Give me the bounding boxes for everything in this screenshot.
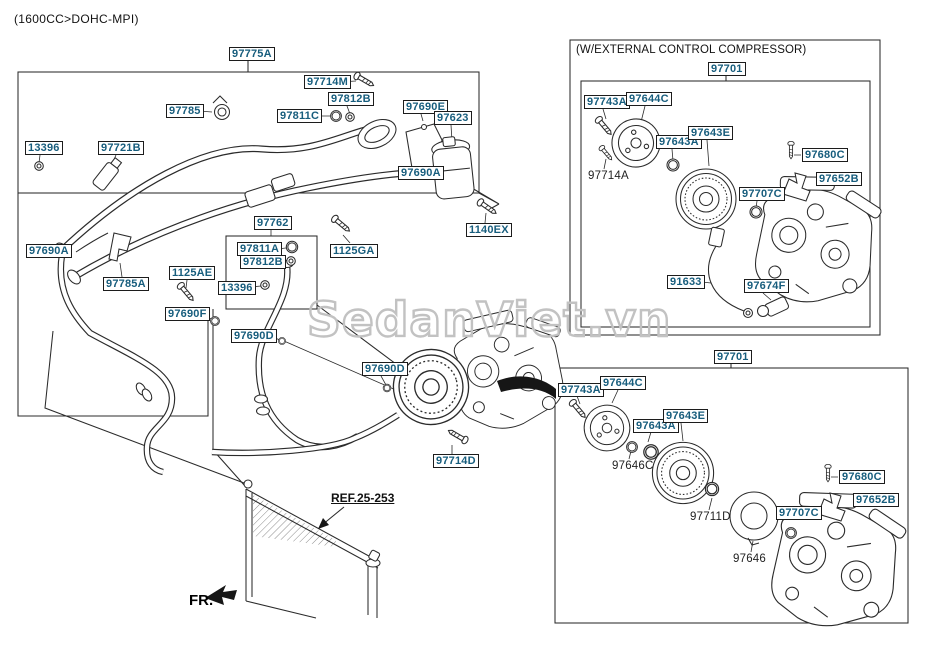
part-label-91633-top_box: 91633 <box>667 275 705 289</box>
part-label-97812b-main: 97812B <box>240 255 286 269</box>
part-label-97643e-bottom_box: 97643E <box>663 409 709 423</box>
part-label-97690f-main: 97690F <box>165 307 210 321</box>
part-label-97690a-main: 97690A <box>26 244 72 258</box>
part-label-97644c-top_box: 97644C <box>626 92 672 106</box>
part-label-97680c-top_box: 97680C <box>802 148 848 162</box>
part-label-97643e-top_box: 97643E <box>688 126 734 140</box>
part-label-13396-main: 13396 <box>25 141 63 155</box>
part-label-97701-top_box: 97701 <box>708 62 746 76</box>
part-label-97811a-main: 97811A <box>237 242 283 256</box>
engine-variant-title: (1600CC>DOHC-MPI) <box>14 12 139 26</box>
part-label-97812b-main: 97812B <box>328 92 374 106</box>
detail-swoosh-arrow <box>497 376 556 399</box>
compressor-exploded-top-art <box>593 114 886 319</box>
part-label-97644c-bottom_box: 97644C <box>600 376 646 390</box>
part-label-97785-main: 97785 <box>166 104 204 118</box>
front-direction-label: FR. <box>189 592 214 609</box>
compressor-center-art <box>211 302 575 457</box>
arrows-art <box>205 376 556 605</box>
part-label-97785a-main: 97785A <box>103 277 149 291</box>
ac-hose-assembly-art <box>55 95 475 476</box>
external-compressor-header: (W/EXTERNAL CONTROL COMPRESSOR) <box>576 44 807 56</box>
ref-arrowhead <box>318 518 329 529</box>
part-label-97707c-top_box: 97707C <box>739 187 785 201</box>
part-label-97674f-top_box: 97674F <box>744 279 789 293</box>
part-label-1140ex-main: 1140EX <box>466 223 512 237</box>
part-label-97811c-main: 97811C <box>277 109 323 123</box>
condenser-art <box>243 479 381 619</box>
part-label-97652b-bottom_box: 97652B <box>853 493 899 507</box>
part-label-97623-main: 97623 <box>434 111 472 125</box>
part-label-97721b-main: 97721B <box>98 141 144 155</box>
part-label-97711d-bottom_box: 97711D <box>690 511 731 523</box>
part-label-97714d-main: 97714D <box>433 454 479 468</box>
part-label-97762-main: 97762 <box>254 216 292 230</box>
part-label-97652b-top_box: 97652B <box>816 172 862 186</box>
watermark-text: SedanViet.vn <box>306 292 672 349</box>
part-label-97701-bottom_box: 97701 <box>714 350 752 364</box>
part-label-1125ae-main: 1125AE <box>169 266 216 280</box>
part-label-97690d-main: 97690D <box>231 329 277 343</box>
suction-tube-art <box>253 259 360 451</box>
part-label-97743a-top_box: 97743A <box>584 95 630 109</box>
part-label-97714m-main: 97714M <box>304 75 351 89</box>
ref-25-253-label: REF.25-253 <box>331 491 395 505</box>
part-label-97680c-bottom_box: 97680C <box>839 470 885 484</box>
part-label-97714a-top_box: 97714A <box>588 170 629 182</box>
fr-arrow <box>205 585 237 605</box>
part-label-97775a-main: 97775A <box>229 47 275 61</box>
part-label-97646c-bottom_box: 97646C <box>612 460 654 472</box>
part-label-97690e-main: 97690E <box>403 100 449 114</box>
part-label-97743a-bottom_box: 97743A <box>558 383 604 397</box>
part-label-97707c-bottom_box: 97707C <box>776 506 822 520</box>
compressor-exploded-bottom-art <box>567 397 912 636</box>
part-label-97690a-main: 97690A <box>398 166 444 180</box>
part-label-97646-bottom_box: 97646 <box>733 553 766 565</box>
part-label-1125ga-main: 1125GA <box>330 244 378 258</box>
part-label-97690d-main: 97690D <box>362 362 408 376</box>
part-label-13396-main: 13396 <box>218 281 256 295</box>
